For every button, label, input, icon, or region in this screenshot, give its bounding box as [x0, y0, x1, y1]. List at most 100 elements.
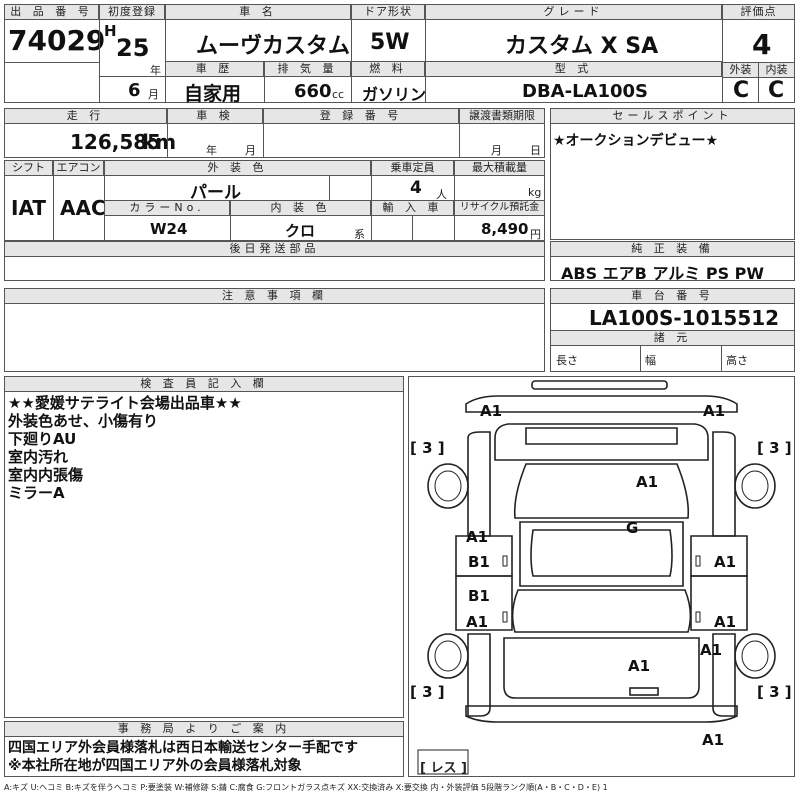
- interior-label: 内装: [758, 62, 795, 78]
- max-load-label: 最大積載量: [454, 160, 545, 176]
- reg-year: 25: [116, 34, 150, 62]
- mileage: 126,585: [70, 130, 162, 154]
- fuel-type: ガソリン: [362, 85, 427, 104]
- inspector-line: 室内汚れ: [8, 448, 69, 466]
- inspector-label: 検 査 員 記 入 欄: [4, 376, 404, 392]
- chassis-label: 車 台 番 号: [550, 288, 795, 304]
- capacity-unit: 人: [436, 188, 447, 201]
- office-label: 事 務 局 よ り ご 案 内: [4, 721, 404, 737]
- inspection-label: 車 検: [167, 108, 263, 124]
- later-parts-label: 後日発送部品: [4, 241, 545, 257]
- ac-type: AAC: [60, 196, 106, 220]
- int-color-unit: 系: [354, 228, 365, 241]
- sales-point-label: セールスポイント: [550, 108, 795, 124]
- car-name-label: 車 名: [165, 4, 351, 20]
- spare-tire-label: [ レス ]: [420, 761, 467, 776]
- overall-score: 4: [752, 28, 772, 61]
- damage-tag: G: [626, 519, 639, 537]
- damage-tag: A1: [628, 657, 651, 675]
- mileage-label: 走 行: [4, 108, 167, 124]
- exterior-score: C: [733, 78, 750, 103]
- color-number: W24: [150, 220, 188, 238]
- recycle-label: リサイクル預託金: [454, 200, 545, 216]
- grade: カスタム X SA: [505, 34, 659, 59]
- reg-no-label: 登 録 番 号: [263, 108, 459, 124]
- grade-label: グレード: [425, 4, 722, 20]
- vehicle-history: 自家用: [184, 83, 242, 105]
- inspector-line: ミラーA: [8, 484, 65, 502]
- recycle-fee: 8,490: [481, 220, 529, 238]
- damage-tag: A1: [466, 613, 489, 631]
- insp-year-unit: 年: [206, 144, 217, 157]
- km-unit: km: [142, 130, 177, 154]
- door-label: ドア形状: [351, 4, 425, 20]
- sales-point-text: ★オークションデビュー★: [553, 133, 719, 149]
- damage-tag: A1: [714, 613, 737, 631]
- fuel-label: 燃 料: [351, 61, 425, 77]
- import-label: 輸 入 車: [371, 200, 454, 216]
- first-reg-label: 初度登録: [99, 4, 165, 20]
- history-label: 車 歴: [165, 61, 264, 77]
- ac-label: エアコン: [53, 160, 104, 176]
- length-label: 長さ: [556, 354, 578, 367]
- exterior-label: 外装: [722, 62, 759, 78]
- yen-unit: 円: [530, 228, 541, 241]
- inspector-line: ★★愛媛サテライト会場出品車★★: [8, 394, 242, 412]
- damage-tag: B1: [468, 553, 490, 571]
- interior-color: クロ: [285, 222, 316, 240]
- notes-label: 注 意 事 項 欄: [4, 288, 545, 304]
- capacity: 4: [410, 178, 422, 198]
- tire-tread: [ 3 ]: [757, 439, 792, 457]
- damage-tag: A1: [636, 473, 659, 491]
- score-label: 評価点: [722, 4, 795, 20]
- damage-tag: A1: [466, 528, 489, 546]
- inspector-box: [4, 376, 404, 718]
- damage-tag: A1: [703, 402, 726, 420]
- displacement: 660: [294, 81, 332, 102]
- car-name: ムーヴカスタム: [196, 34, 351, 59]
- inspector-line: 室内内張傷: [8, 466, 84, 484]
- displacement-label: 排 気 量: [264, 61, 351, 77]
- reg-month: 6: [128, 80, 141, 101]
- transfer-month-unit: 月: [491, 144, 502, 157]
- model-code: DBA-LA100S: [522, 81, 648, 102]
- width-label: 幅: [645, 354, 656, 367]
- damage-tag: A1: [480, 402, 503, 420]
- color-label: 外 装 色: [104, 160, 371, 176]
- era: H: [104, 22, 117, 40]
- capacity-label: 乗車定員: [371, 160, 454, 176]
- specs-label: 諸 元: [550, 330, 795, 346]
- shift-label: シフト: [4, 160, 53, 176]
- color-no-label: カラーNo.: [104, 200, 230, 216]
- lot-number: 74029: [8, 24, 106, 57]
- tire-tread: [ 3 ]: [410, 683, 445, 701]
- lot-label: 出 品 番 号: [4, 4, 99, 20]
- kg-unit: kg: [528, 186, 542, 199]
- office-line: ※本社所在地が四国エリア外の会員様落札対象: [8, 758, 302, 774]
- car-diagram: [417, 380, 776, 775]
- header-block: [4, 4, 795, 103]
- damage-tag: A1: [714, 553, 737, 571]
- insp-month-unit: 月: [245, 144, 256, 157]
- tire-tread: [ 3 ]: [757, 683, 792, 701]
- month-unit: 月: [148, 88, 159, 101]
- door-type: 5W: [370, 30, 410, 55]
- cc-unit: cc: [332, 88, 345, 101]
- equipment-label: 純 正 装 備: [550, 241, 795, 257]
- damage-tag: A1: [702, 731, 725, 749]
- transfer-label: 譲渡書類期限: [459, 108, 545, 124]
- transfer-day-unit: 日: [530, 144, 541, 157]
- interior-score: C: [768, 78, 785, 103]
- office-line: 四国エリア外会員様落札は西日本輸送センター手配です: [8, 740, 358, 756]
- inspector-line: 下廻りAU: [8, 430, 77, 448]
- height-label: 高さ: [726, 354, 748, 367]
- model-label: 型 式: [425, 61, 722, 77]
- int-color-label: 内 装 色: [230, 200, 371, 216]
- damage-tag: A1: [700, 641, 723, 659]
- equipment-list: ABS エアB アルミ PS PW: [561, 264, 765, 283]
- inspector-line: 外装色あせ、小傷有り: [8, 412, 159, 430]
- tire-tread: [ 3 ]: [410, 439, 445, 457]
- year-unit: 年: [150, 64, 161, 77]
- damage-tag: B1: [468, 587, 490, 605]
- exterior-color: パール: [190, 183, 241, 203]
